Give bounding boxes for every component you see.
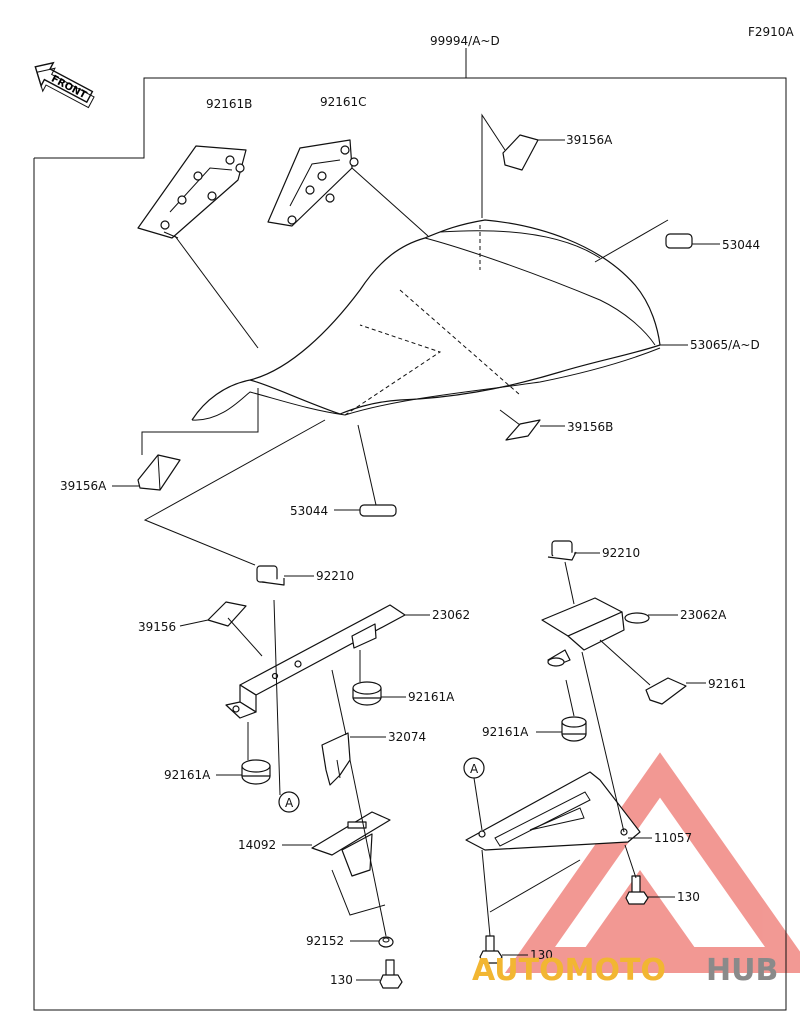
diagram-id: F2910A: [748, 25, 794, 39]
part-130-bolt-a: [379, 959, 403, 989]
label-130-b: 130: [677, 890, 700, 904]
label-92210-right: 92210: [602, 546, 640, 560]
ref-A-right-label: A: [470, 762, 479, 776]
part-53044-mid-clip: [359, 504, 397, 517]
label-130-c: 130: [530, 948, 553, 962]
part-11057-plate: [465, 771, 641, 851]
label-130-a: 130: [330, 973, 353, 987]
label-23062A: 23062A: [680, 608, 727, 622]
label-92152: 92152: [306, 934, 344, 948]
watermark-text: AUTOMOTO HUB: [472, 953, 778, 988]
label-92161A-b: 92161A: [164, 768, 211, 782]
part-92152-collar: [378, 936, 394, 948]
part-23062-bracket: [225, 604, 406, 719]
part-92210-left-nut: [256, 565, 285, 586]
label-39156A-top: 39156A: [566, 133, 613, 147]
part-14092-plate: [311, 811, 391, 877]
ref-A-left: [278, 791, 300, 813]
watermark-text-automoto: AUTOMOTO: [472, 953, 666, 988]
part-23062A-bracket: [541, 597, 650, 667]
part-32074-stay: [321, 732, 351, 786]
part-39156A-top-pad: [502, 134, 539, 171]
label-39156A-left: 39156A: [60, 479, 107, 493]
part-92161-pad: [645, 677, 687, 705]
part-92161C: [267, 139, 359, 227]
label-53044-top: 53044: [722, 238, 760, 252]
label-53044-mid: 53044: [290, 504, 328, 518]
label-14092: 14092: [238, 838, 276, 852]
watermark-text-hub: HUB: [706, 953, 778, 988]
part-92161B: [137, 145, 247, 239]
label-99994: 99994/A~D: [430, 34, 500, 48]
label-23062: 23062: [432, 608, 470, 622]
label-92161A-a: 92161A: [408, 690, 455, 704]
label-11057: 11057: [654, 831, 692, 845]
label-92161B: 92161B: [206, 97, 252, 111]
part-53065-seat-cowl: [191, 219, 661, 421]
label-92210-left: 92210: [316, 569, 354, 583]
part-39156-pad: [207, 601, 247, 627]
label-92161C: 92161C: [320, 95, 367, 109]
part-39156A-left-pad: [137, 454, 181, 491]
part-92161A-damper-b: [241, 759, 271, 785]
label-92161A-c: 92161A: [482, 725, 529, 739]
callout-labels: F2910A 99994/A~D 92161B 92161C 39156A 53…: [60, 25, 794, 987]
part-39156B-pad: [505, 419, 541, 441]
label-39156: 39156: [138, 620, 176, 634]
leader-39156A-top: [481, 113, 506, 218]
part-130-bolt-b: [625, 875, 649, 905]
label-92161: 92161: [708, 677, 746, 691]
part-92210-right-nut: [547, 540, 577, 561]
label-53065: 53065/A~D: [690, 338, 760, 352]
part-53044-top-clip: [665, 233, 693, 249]
label-32074: 32074: [388, 730, 426, 744]
front-arrow-icon: FRONT: [34, 61, 95, 109]
label-39156B: 39156B: [567, 420, 613, 434]
part-92161A-damper-a: [352, 681, 382, 706]
part-92161A-damper-c: [561, 716, 587, 742]
watermark-logo: [504, 752, 800, 973]
ref-A-left-label: A: [285, 796, 294, 810]
diagram-frame: [33, 77, 787, 1011]
